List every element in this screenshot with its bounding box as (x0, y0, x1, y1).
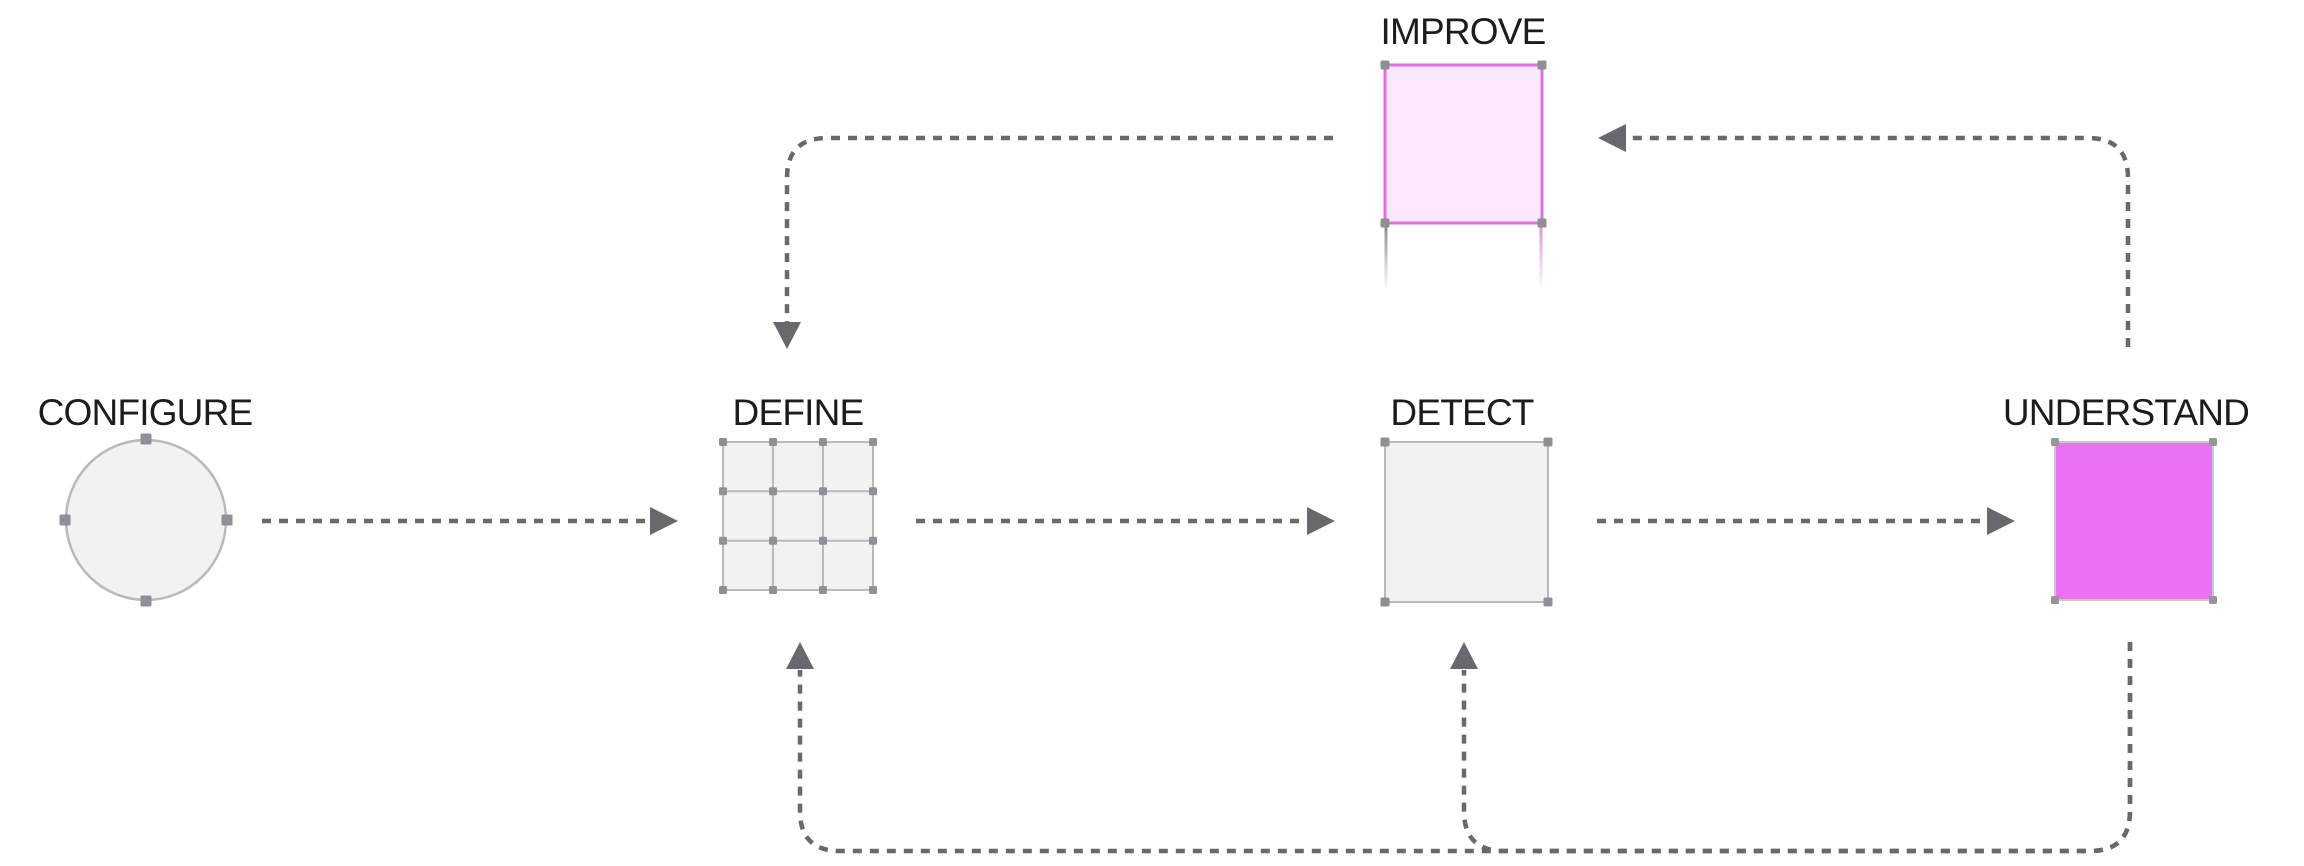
arrowhead-right-icon (1307, 507, 1335, 535)
arrow-improve-to-define[interactable] (773, 135, 1333, 349)
arrow-understand-to-define[interactable] (786, 642, 2133, 854)
arrowhead-up-icon (786, 642, 814, 669)
arrowhead-left-icon (1598, 124, 1626, 152)
node-understand-shape[interactable] (2051, 438, 2217, 604)
connection-handles[interactable] (59, 433, 233, 607)
node-improve-label: IMPROVE (1380, 11, 1546, 52)
arrow-detect-to-understand[interactable] (1597, 507, 2015, 535)
arrow-define-to-detect[interactable] (916, 507, 1335, 535)
arrow-understand-to-improve[interactable] (1598, 124, 2131, 347)
corner-handles[interactable] (2051, 438, 2217, 604)
node-define-label: DEFINE (732, 392, 865, 433)
fading-tail-left (1384, 225, 1388, 291)
fading-tail-right (1539, 225, 1543, 291)
arrow-understand-to-detect[interactable] (1450, 642, 2133, 854)
arrowhead-down-icon (773, 322, 801, 349)
node-detect-label: DETECT (1390, 392, 1534, 433)
node-define-shape[interactable] (719, 438, 877, 594)
arrowhead-right-icon (1987, 507, 2015, 535)
node-configure-label: CONFIGURE (37, 392, 254, 433)
node-detect-shape[interactable] (1380, 437, 1553, 607)
arrow-configure-to-define[interactable] (262, 507, 678, 535)
grid-intersection-handles[interactable] (719, 438, 877, 594)
node-improve-shape[interactable] (1380, 60, 1547, 292)
node-understand-label: UNDERSTAND (2002, 392, 2250, 433)
node-configure-shape[interactable] (59, 433, 233, 607)
corner-handles[interactable] (1380, 60, 1547, 228)
arrowhead-up-icon (1450, 642, 1478, 669)
corner-handles[interactable] (1380, 437, 1553, 607)
arrowhead-right-icon (650, 507, 678, 535)
